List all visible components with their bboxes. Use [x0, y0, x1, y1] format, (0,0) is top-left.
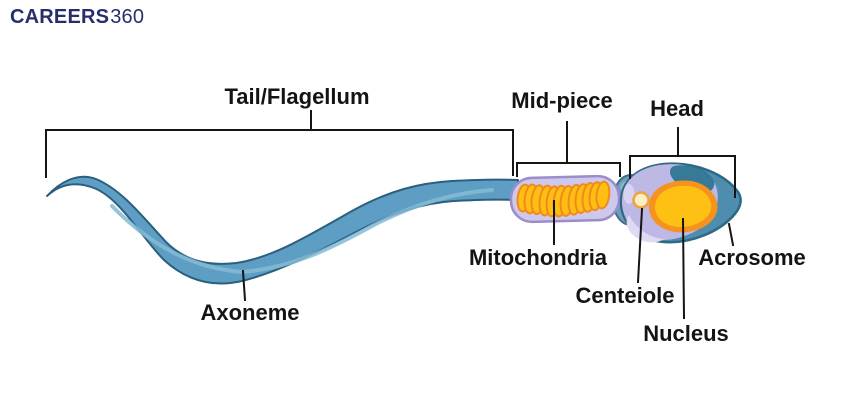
nucleus-inner: [655, 185, 712, 228]
tail-bracket: [45, 129, 514, 178]
mitochondria-coil: [516, 180, 611, 218]
label-mitochondria: Mitochondria: [468, 245, 608, 270]
axoneme-line: [241, 269, 247, 302]
tail-shape: [46, 175, 519, 285]
midpiece-illustration: [509, 174, 621, 224]
centriole-shape: [632, 191, 650, 209]
logo-suffix-text: 360: [110, 6, 145, 28]
acrosome-line: [727, 222, 735, 247]
label-axoneme: Axoneme: [200, 300, 300, 325]
head-illustration: [619, 162, 742, 244]
careers360-logo: CAREERS360: [10, 7, 144, 27]
annotation-lines: [45, 110, 736, 320]
head-highlight: [626, 215, 664, 243]
head-highlight-left: [623, 184, 635, 204]
head-bracket: [629, 155, 736, 198]
label-acrosome: Acrosome: [698, 245, 806, 270]
label-head: Head: [650, 96, 704, 121]
logo-brand-text: CAREERS: [10, 6, 110, 28]
label-centriole: Centeiole: [575, 283, 675, 308]
tail-illustration: [46, 175, 519, 285]
label-midpiece: Mid-piece: [511, 88, 613, 113]
centriole-line: [636, 207, 644, 284]
label-nucleus: Nucleus: [643, 321, 729, 346]
tail-highlight: [110, 188, 494, 275]
nucleus-line: [681, 217, 686, 320]
label-tail: Tail/Flagellum: [224, 84, 370, 109]
midpiece-bracket: [516, 162, 621, 177]
